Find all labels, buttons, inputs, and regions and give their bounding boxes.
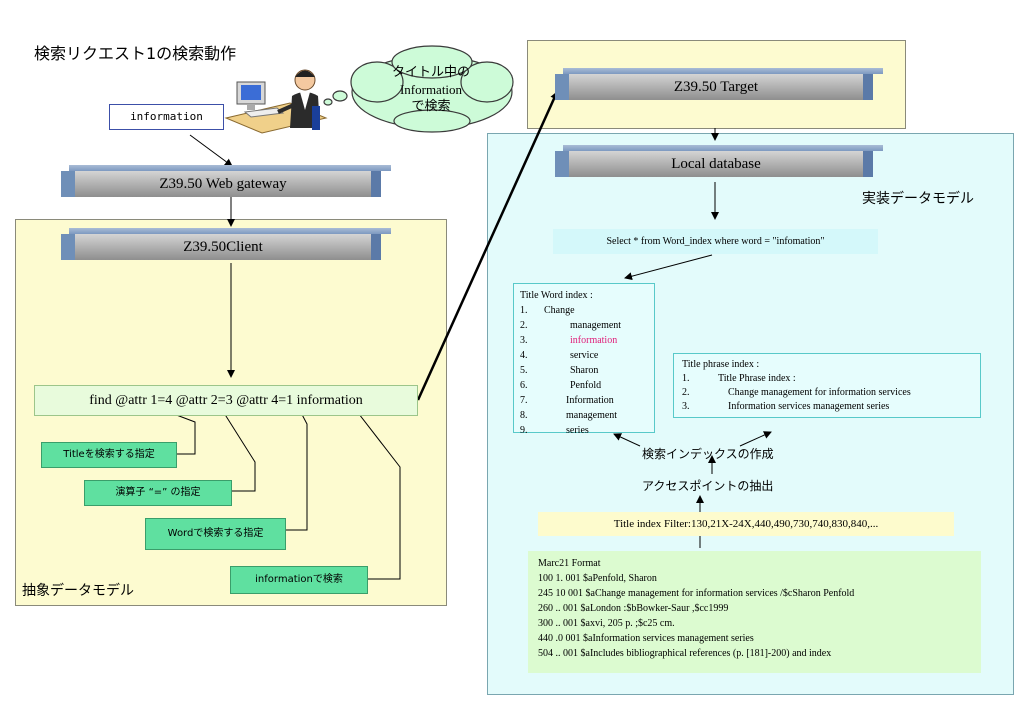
word-index-row: 6. Penfold (520, 378, 648, 393)
implementation-data-model-label: 実装データモデル (862, 191, 974, 207)
phrase-index-text: Title Phrase index : (718, 373, 796, 384)
cloud-line-2: Information (399, 82, 463, 97)
user-at-computer-icon (224, 69, 328, 134)
word-index-term: information (570, 335, 618, 346)
phrase-index-box: Title phrase index : 1. Title Phrase inde… (673, 353, 981, 418)
word-index-term: Change (544, 305, 575, 316)
z3950-target-bar: Z39.50 Target (555, 68, 883, 100)
marc-field-line: 245 10 001 $aChange management for infor… (538, 588, 855, 599)
word-index-number: 2. (520, 320, 528, 331)
marc-lines: 100 1. 001 $aPenfold, Sharon 245 10 001 $… (538, 571, 971, 661)
target-label: Z39.50 Target (555, 74, 873, 100)
phrase-index-list: 1. Title Phrase index : 2. Change managemen… (682, 372, 972, 414)
word-index-term: series (566, 425, 589, 436)
search-term-annotation: informationで検索 (230, 566, 368, 594)
word-index-term: Sharon (570, 365, 599, 376)
marc21-record-box: Marc21 Format 100 1. 001 $aPenfold, Shar… (528, 551, 981, 673)
word-index-row: 3. information (520, 333, 648, 348)
word-index-term: Information (566, 395, 614, 406)
word-index-list: 1. Change 2. management 3. information 4. servi… (520, 303, 648, 438)
title-attribute-annotation: Titleを検索する指定 (41, 442, 177, 468)
query-command-box: find @attr 1=4 @attr 2=3 @attr 4=1 infor… (34, 385, 418, 416)
marc-field-line: 440 .0 001 $aInformation services manage… (538, 633, 754, 644)
word-index-term: management (566, 410, 618, 421)
phrase-index-header: Title phrase index : (682, 359, 760, 370)
cloud-caption: タイトル中の Information で検索 (366, 64, 496, 115)
word-index-number: 8. (520, 410, 528, 421)
word-index-number: 9. (520, 425, 528, 436)
word-index-row: 9. series (520, 423, 648, 438)
client-label: Z39.50Client (61, 234, 381, 260)
local-database-label: Local database (555, 151, 873, 177)
z3950-web-gateway-bar: Z39.50 Web gateway (61, 165, 391, 197)
sql-query-box: Select * from Word_index where word = "i… (553, 229, 878, 254)
page-title: 検索リクエスト1の検索動作 (34, 44, 237, 63)
index-creation-label: 検索インデックスの作成 (642, 447, 774, 461)
word-index-number: 4. (520, 350, 528, 361)
local-database-bar: Local database (555, 145, 883, 177)
phrase-index-number: 2. (682, 387, 690, 398)
word-index-number: 1. (520, 305, 528, 316)
word-index-header: Title Word index : (520, 290, 593, 301)
word-index-term: service (570, 350, 599, 361)
phrase-index-row: 1. Title Phrase index : (682, 372, 972, 386)
marc-field-line: 300 .. 001 $axvi, 205 p. ;$c25 cm. (538, 618, 675, 629)
word-index-row: 7. Information (520, 393, 648, 408)
word-index-term: management (570, 320, 622, 331)
word-index-row: 8. management (520, 408, 648, 423)
phrase-index-number: 1. (682, 373, 690, 384)
phrase-index-number: 3. (682, 401, 690, 412)
word-index-row: 5. Sharon (520, 363, 648, 378)
phrase-index-row: 2. Change management for information serv… (682, 386, 972, 400)
marc-field-line: 100 1. 001 $aPenfold, Sharon (538, 573, 657, 584)
word-index-term: Penfold (570, 380, 602, 391)
title-index-filter-box: Title index Filter:130,21X-24X,440,490,7… (538, 512, 954, 536)
abstract-data-model-label: 抽象データモデル (22, 583, 134, 599)
search-term-box: information (109, 104, 224, 130)
phrase-index-text: Information services management series (728, 401, 890, 412)
marc-field-line: 504 .. 001 $aIncludes bibliographical re… (538, 648, 832, 659)
gateway-label: Z39.50 Web gateway (61, 171, 381, 197)
word-index-number: 7. (520, 395, 528, 406)
word-index-row: 4. service (520, 348, 648, 363)
access-point-extraction-label: アクセスポイントの抽出 (642, 479, 774, 493)
thought-cloud (323, 45, 514, 133)
phrase-index-row: 3. Information services management series (682, 400, 972, 414)
word-index-box: Title Word index : 1. Change 2. management 3… (513, 283, 655, 436)
word-index-row: 1. Change (520, 303, 648, 318)
word-index-number: 3. (520, 335, 528, 346)
cloud-line-1: タイトル中の (391, 65, 470, 80)
marc-header: Marc21 Format (538, 558, 601, 569)
word-index-number: 5. (520, 365, 528, 376)
phrase-index-text: Change management for information servic… (728, 387, 911, 398)
marc-field-line: 260 .. 001 $aLondon :$bBowker-Saur ,$cc1… (538, 603, 729, 614)
operator-attribute-annotation: 演算子 “=” の指定 (84, 480, 232, 506)
word-index-number: 6. (520, 380, 528, 391)
word-index-row: 2. management (520, 318, 648, 333)
cloud-line-3: で検索 (411, 99, 451, 114)
z3950-client-bar: Z39.50Client (61, 228, 391, 260)
word-attribute-annotation: Wordで検索する指定 (145, 518, 286, 550)
